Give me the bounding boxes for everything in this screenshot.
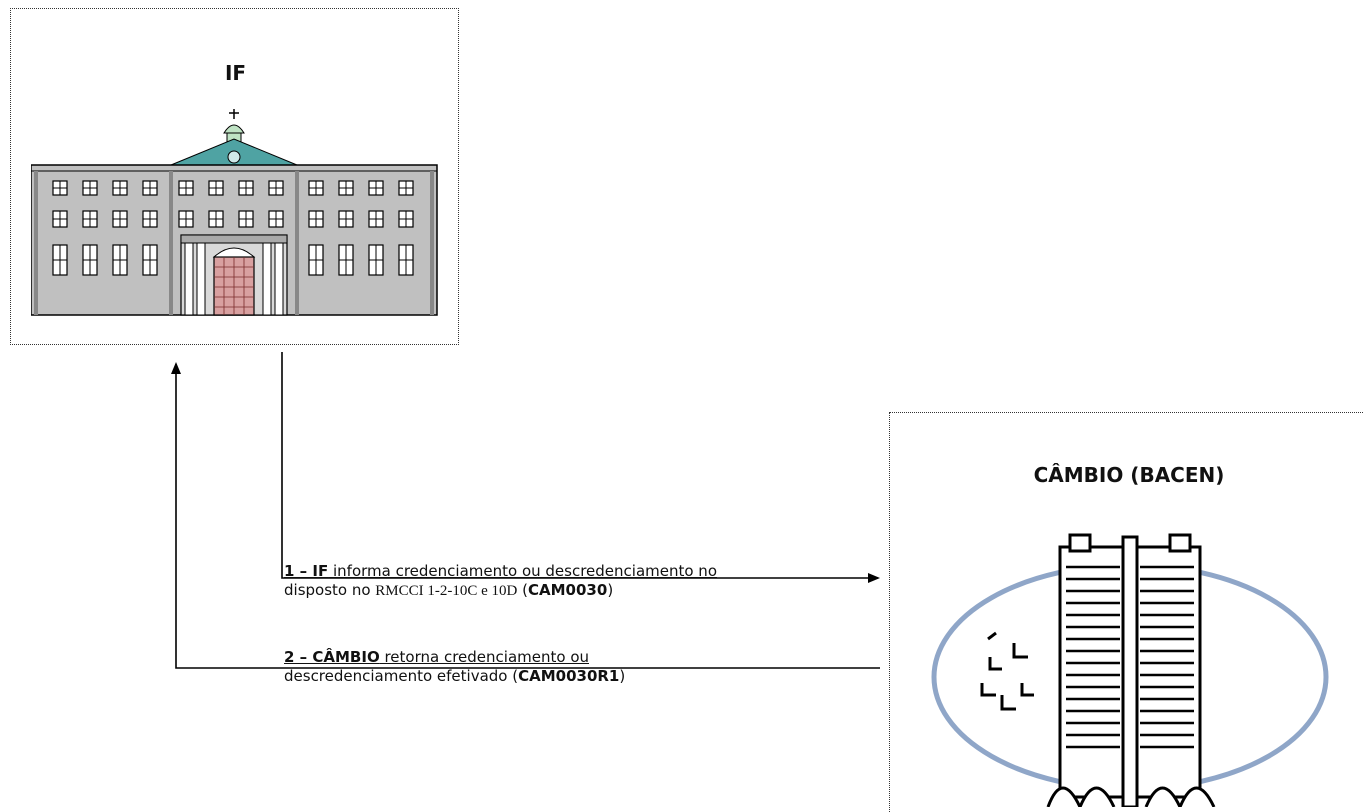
- if-title: IF: [224, 61, 247, 85]
- message-2-text-d: ): [619, 667, 626, 685]
- message-1-reference: RMCCI 1-2-10C e 10D: [375, 583, 518, 599]
- message-1-text-b: disposto no: [284, 581, 376, 599]
- bank-building-icon: [31, 109, 438, 316]
- if-box: IF: [10, 8, 459, 345]
- message-2-text-b: descredenciamento efetivado (: [284, 667, 519, 685]
- message-2-code: CAM0030R1: [518, 667, 620, 685]
- message-1-text-a: informa credenciamento ou descredenciame…: [328, 562, 717, 580]
- message-2-text-a: retorna credenciamento ou: [379, 648, 589, 666]
- message-1-text-c: (: [517, 581, 529, 599]
- message-2-step: 2 – CÂMBIO: [284, 648, 380, 666]
- message-1-text-d: ): [607, 581, 614, 599]
- cambio-title: CÂMBIO (BACEN): [1033, 463, 1225, 487]
- message-1: 1 – IF informa credenciamento ou descred…: [284, 562, 884, 601]
- message-2: 2 – CÂMBIO retorna credenciamento ou des…: [284, 648, 884, 686]
- message-1-step: 1 – IF: [284, 562, 329, 580]
- message-1-code: CAM0030: [528, 581, 608, 599]
- flow-arrow-2: [171, 362, 880, 669]
- flow-arrow-1: [281, 352, 880, 583]
